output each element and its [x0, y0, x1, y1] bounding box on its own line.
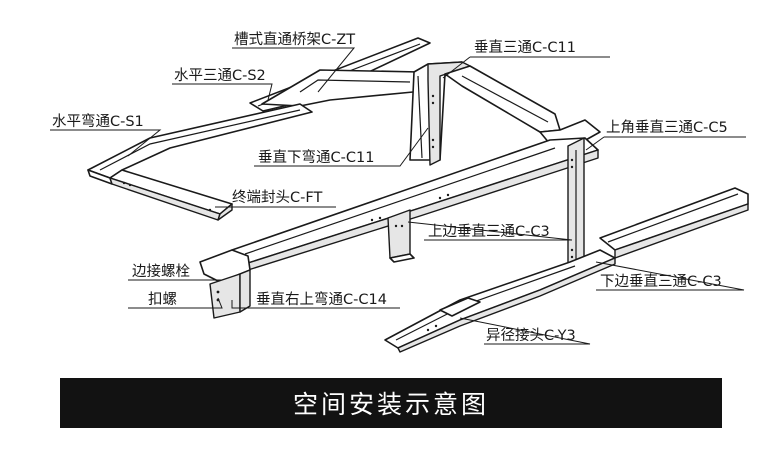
label-vertical-tee-c11: 垂直三通C-C11: [474, 39, 576, 56]
label-connection-bolt: 边接螺栓: [132, 263, 190, 280]
end-cap-ft-arm: [109, 169, 233, 221]
right-vertical-drop: [567, 137, 585, 271]
upper-right-run: [444, 65, 601, 151]
label-nut: 扣螺: [148, 291, 177, 308]
caption-banner: 空间安装示意图: [60, 378, 722, 428]
main-run: [231, 137, 599, 271]
leader-lines: [50, 47, 746, 345]
horizontal-tee-s2: [261, 69, 421, 107]
label-vertical-right-up-elbow-c14: 垂直右上弯通C-C14: [256, 291, 387, 308]
label-horizontal-elbow-s1: 水平弯通C-S1: [52, 113, 144, 130]
label-vertical-down-elbow-c11: 垂直下弯通C-C11: [258, 149, 374, 166]
caption-text: 空间安装示意图: [292, 390, 489, 419]
right-lower-run: [599, 187, 749, 259]
label-lower-vertical-tee-c3: 下边垂直三通C-C3: [600, 273, 722, 290]
label-reducer-y3: 异径接头C-Y3: [486, 327, 576, 344]
label-horizontal-tee-s2: 水平三通C-S2: [174, 67, 266, 84]
label-upper-vertical-tee-c3: 上边垂直三通C-C3: [428, 223, 550, 240]
label-end-cap-ft: 终端封头C-FT: [232, 189, 322, 206]
label-upper-corner-vertical-tee-c5: 上角垂直三通C-C5: [606, 119, 728, 136]
upper-vertical-tee-c3: [387, 209, 415, 263]
lower-diagonal-run: [384, 249, 616, 353]
label-straight-tray-zt: 槽式直通桥架C-ZT: [234, 31, 355, 48]
